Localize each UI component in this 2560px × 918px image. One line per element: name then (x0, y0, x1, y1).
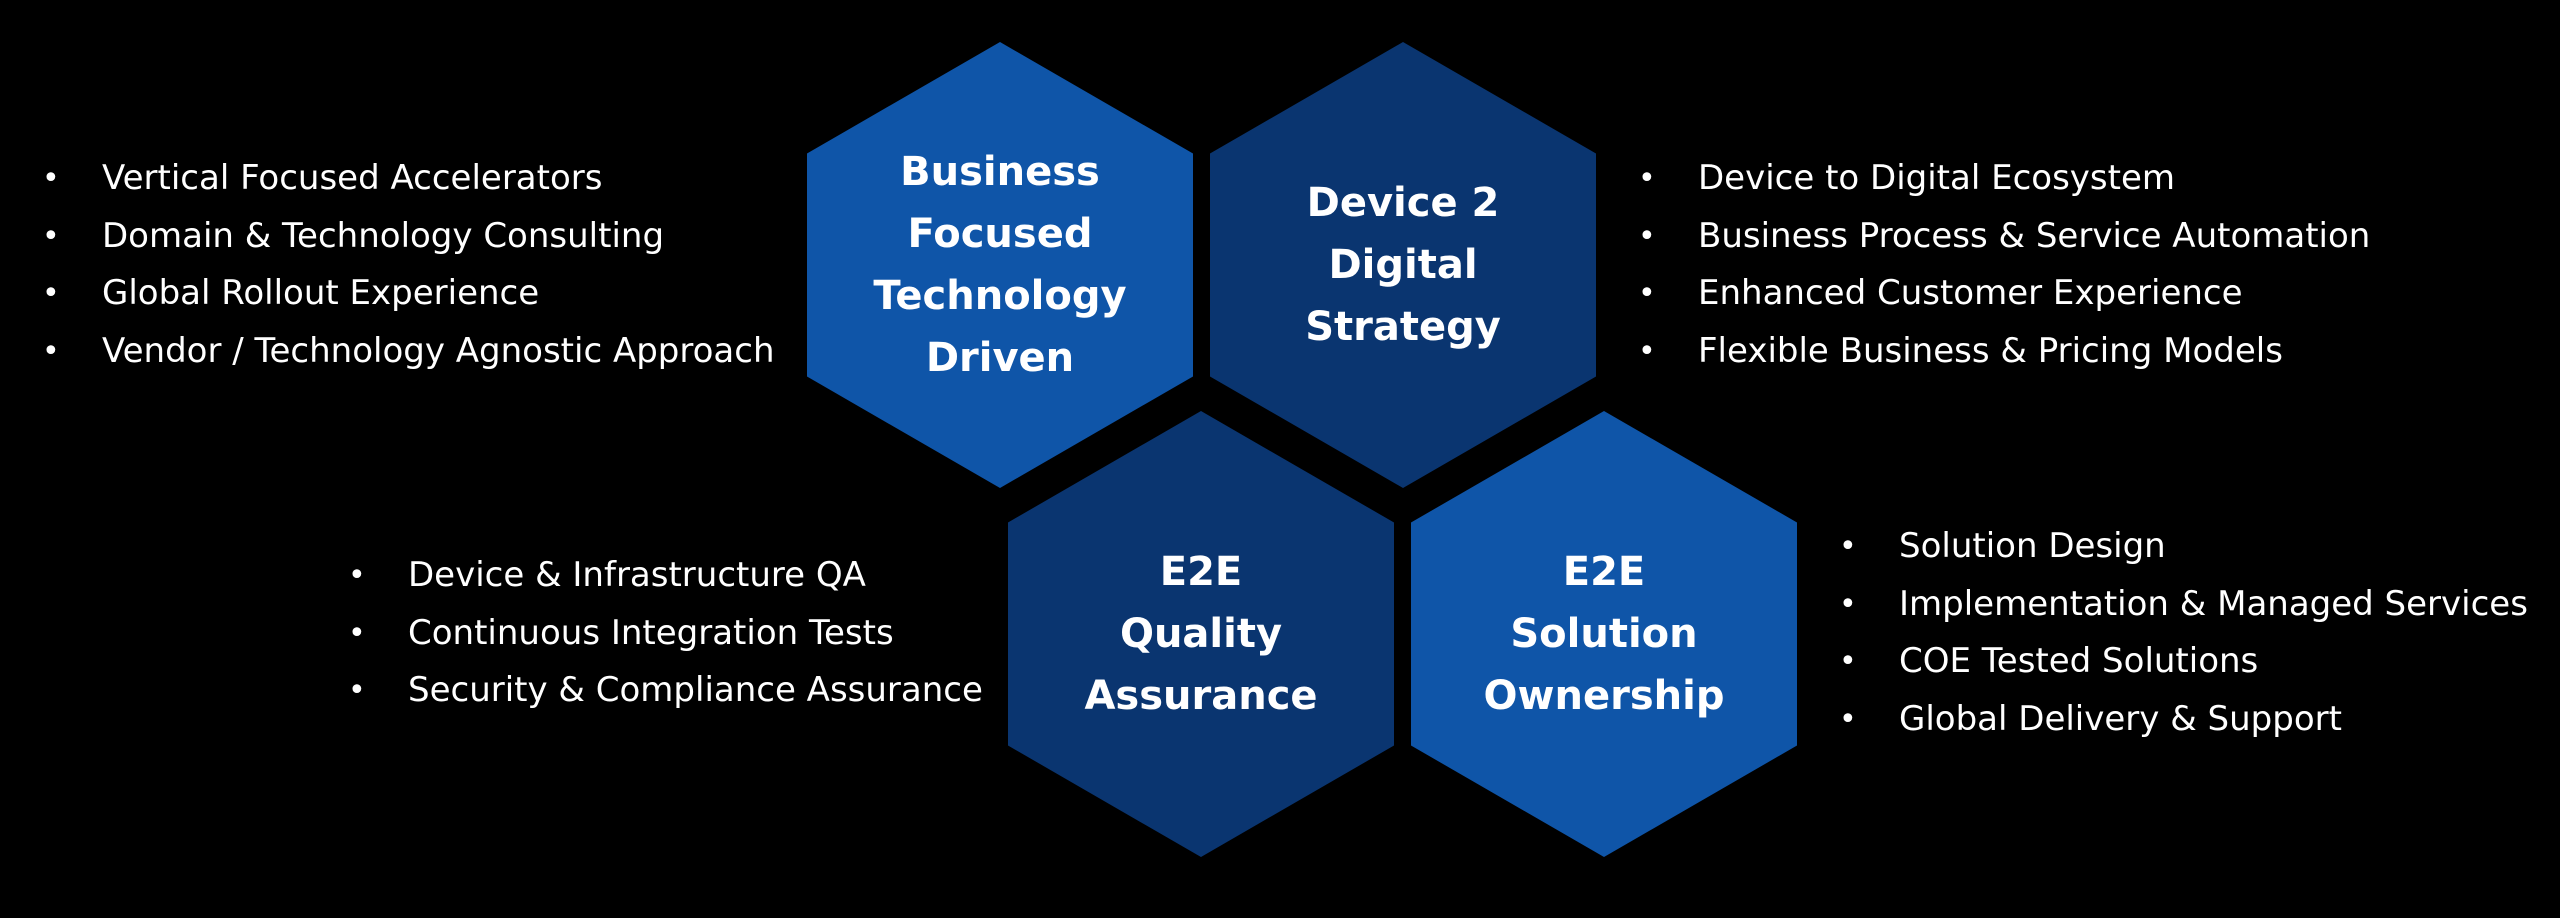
hexagon-label: E2E Quality Assurance (1008, 411, 1394, 857)
list-item: • Security & Compliance Assurance (344, 662, 983, 720)
list-item-text: Device to Digital Ecosystem (1698, 158, 2175, 198)
list-item-text: Security & Compliance Assurance (408, 670, 983, 710)
hexagon-label-line: Business (900, 149, 1100, 195)
hexagon-label-line: Ownership (1483, 673, 1725, 719)
hexagon-label: Business Focused Technology Driven (807, 42, 1193, 488)
hexagon-label-line: Quality (1119, 611, 1283, 657)
hexagon-label-line: Assurance (1084, 673, 1318, 719)
bullet-list-top-right: • Device to Digital Ecosystem • Business P… (1634, 150, 2370, 380)
hexagon-e2e-solution: E2E Solution Ownership (1411, 411, 1797, 857)
list-item: • Domain & Technology Consulting (38, 208, 775, 266)
list-item: • Global Rollout Experience (38, 265, 775, 323)
list-item-text: Global Delivery & Support (1899, 698, 2342, 739)
bullet-list-bottom-right: • Solution Design • Implementation & Manag… (1835, 518, 2528, 748)
hexagon-label-line: Focused (907, 211, 1093, 257)
list-item: • Device & Infrastructure QA (344, 547, 983, 605)
list-item-text: Continuous Integration Tests (408, 612, 894, 653)
list-item-text: Device & Infrastructure QA (408, 555, 866, 595)
list-item: • COE Tested Solutions (1835, 633, 2528, 691)
list-item: • Solution Design (1835, 518, 2528, 576)
list-item-text: COE Tested Solutions (1899, 641, 2259, 681)
hexagon-business-focused: Business Focused Technology Driven (807, 42, 1193, 488)
hexagon-label-line: E2E (1159, 549, 1243, 595)
list-item-text: Global Rollout Experience (102, 273, 540, 313)
list-item-text: Solution Design (1899, 526, 2166, 566)
list-item: • Continuous Integration Tests (344, 605, 983, 663)
hexagon-label-line: Driven (925, 335, 1075, 381)
bullet-icon: • (42, 218, 60, 254)
bullet-icon: • (1638, 161, 1656, 196)
list-item: • Device to Digital Ecosystem (1634, 150, 2370, 208)
list-item-text: Business Process & Service Automation (1698, 215, 2371, 256)
hexagon-device-2-digital: Device 2 Digital Strategy (1210, 42, 1596, 488)
bullet-icon: • (348, 673, 366, 708)
hexagon-label-line: Solution (1510, 611, 1698, 657)
bullet-list-top-left: • Vertical Focused Accelerators • Domain &… (38, 150, 775, 380)
list-item: • Vertical Focused Accelerators (38, 150, 775, 208)
bullet-icon: • (1839, 644, 1857, 679)
bullet-icon: • (42, 276, 60, 311)
hexagon-label: Device 2 Digital Strategy (1210, 42, 1596, 488)
bullet-icon: • (42, 161, 60, 196)
hexagon-label-line: Strategy (1305, 304, 1501, 350)
bullet-icon: • (42, 333, 60, 369)
bullet-icon: • (1839, 586, 1857, 622)
list-item-text: Enhanced Customer Experience (1698, 273, 2243, 313)
bullet-icon: • (1638, 276, 1656, 311)
bullet-list-bottom-left: • Device & Infrastructure QA • Continuous … (344, 547, 983, 720)
bullet-icon: • (1839, 529, 1857, 564)
bullet-icon: • (1839, 701, 1857, 737)
list-item-text: Vertical Focused Accelerators (102, 158, 603, 198)
bullet-icon: • (348, 558, 366, 593)
hexagon-label: E2E Solution Ownership (1411, 411, 1797, 857)
list-item-text: Implementation & Managed Services (1899, 583, 2528, 624)
list-item-text: Flexible Business & Pricing Models (1698, 330, 2283, 371)
hexagon-label-line: Digital (1328, 242, 1478, 288)
list-item: • Business Process & Service Automation (1634, 208, 2370, 266)
hexagon-label-line: Technology (873, 273, 1127, 319)
bullet-icon: • (1638, 333, 1656, 369)
list-item: • Implementation & Managed Services (1835, 576, 2528, 634)
list-item: • Vendor / Technology Agnostic Approach (38, 323, 775, 381)
list-item: • Enhanced Customer Experience (1634, 265, 2370, 323)
hexagon-e2e-quality: E2E Quality Assurance (1008, 411, 1394, 857)
list-item-text: Domain & Technology Consulting (102, 215, 665, 256)
hexagon-shape (1411, 411, 1797, 857)
hexagon-shape (1210, 42, 1596, 488)
bullet-icon: • (348, 615, 366, 651)
list-item: • Flexible Business & Pricing Models (1634, 323, 2370, 381)
hexagon-label-line: Device 2 (1306, 180, 1500, 226)
hexagon-shape (1008, 411, 1394, 857)
hexagon-label-line: E2E (1562, 549, 1646, 595)
hexagon-shape (807, 42, 1193, 488)
list-item: • Global Delivery & Support (1835, 691, 2528, 749)
bullet-icon: • (1638, 218, 1656, 254)
list-item-text: Vendor / Technology Agnostic Approach (102, 330, 775, 371)
